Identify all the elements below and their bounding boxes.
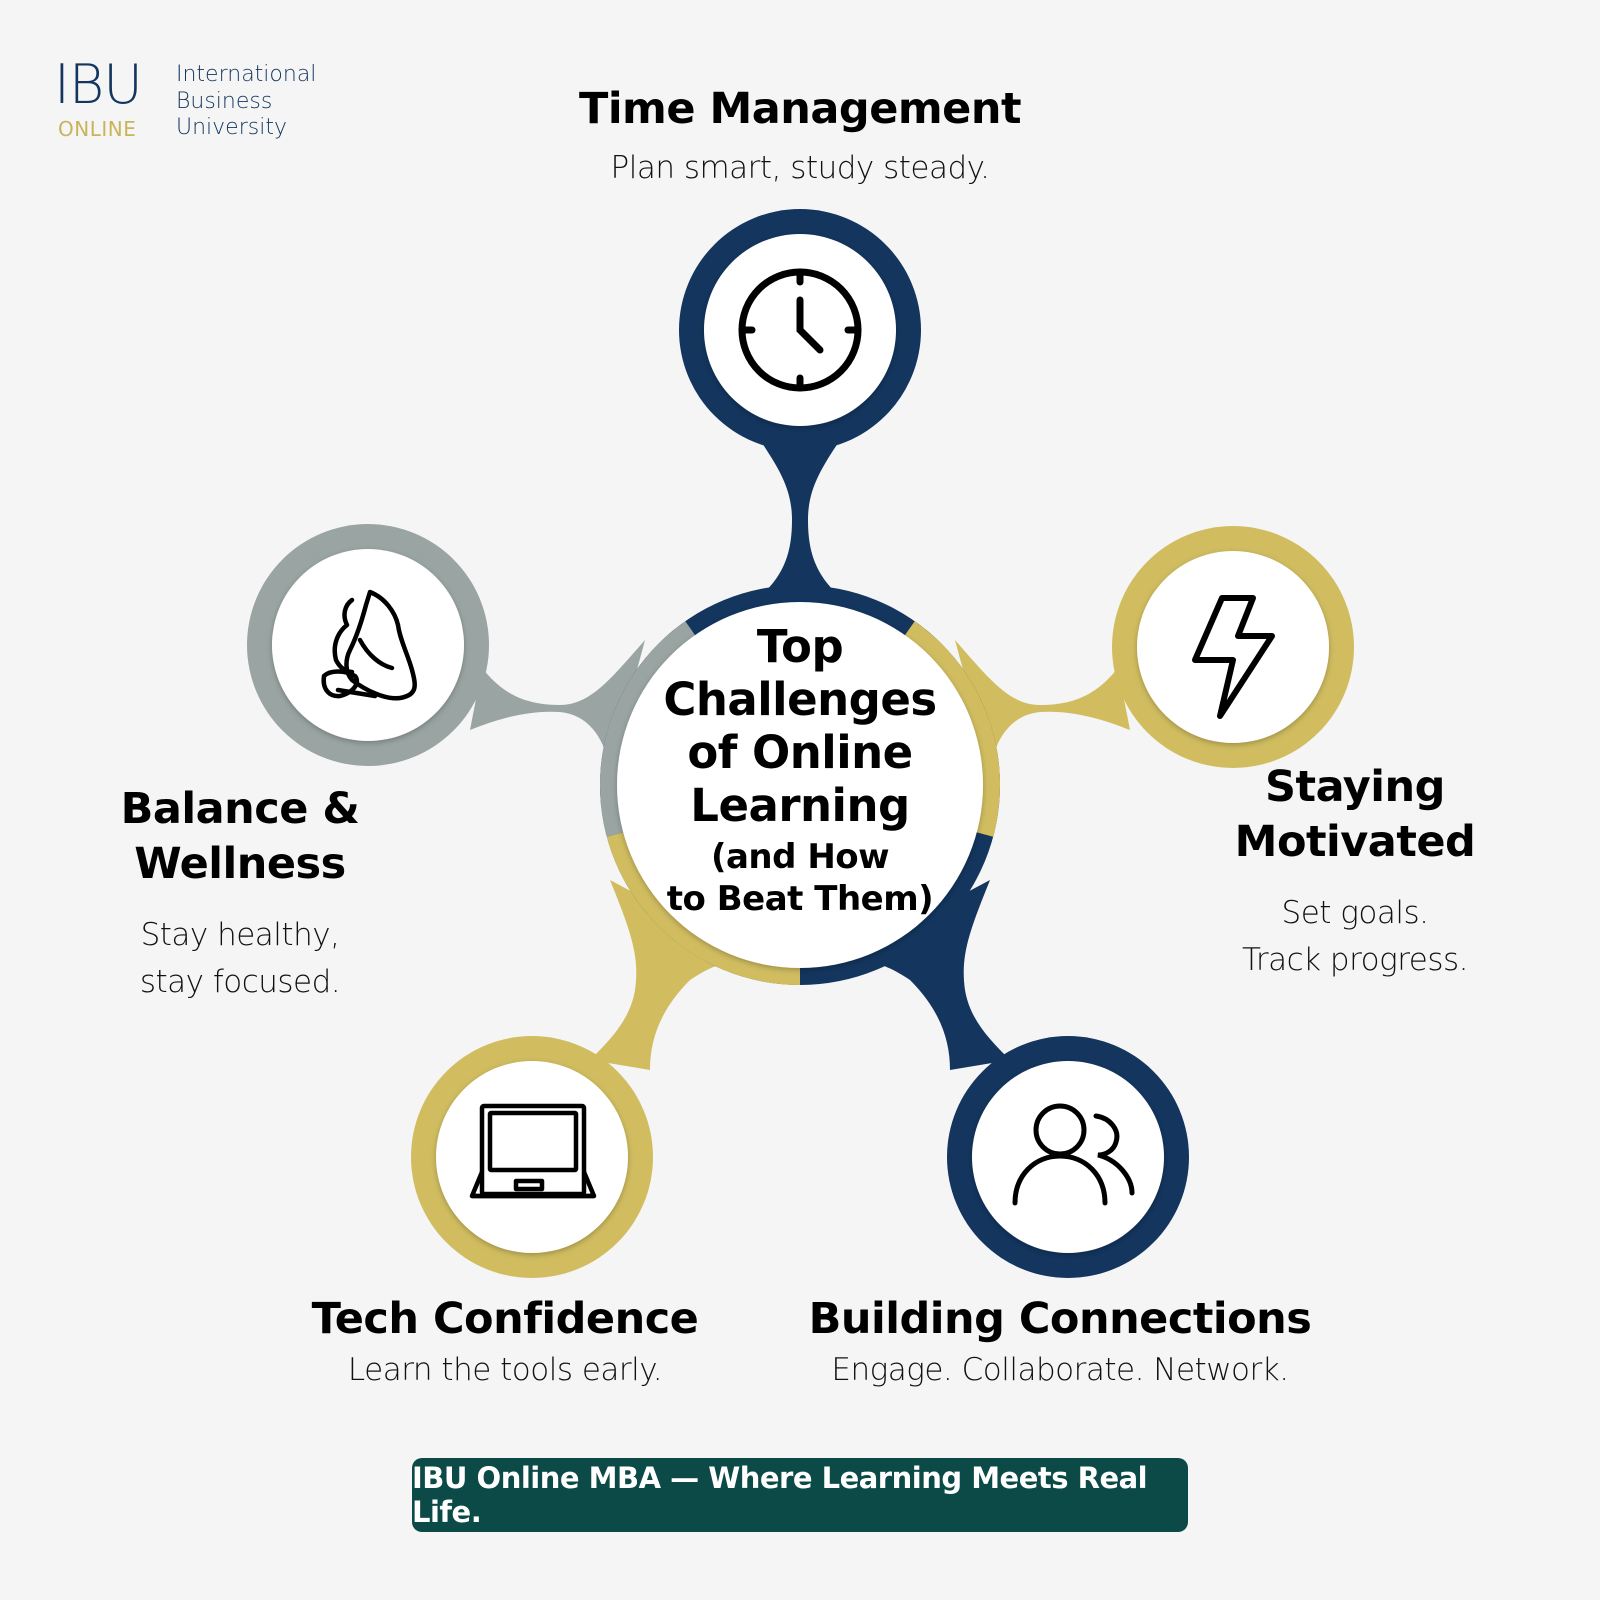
logo-tag: ONLINE [58, 117, 137, 141]
lightning-bolt-icon [1192, 595, 1275, 719]
center-ring [599, 585, 1001, 985]
logo-name-line: Business [176, 88, 273, 114]
tagline-line: Track progress. [1241, 942, 1469, 978]
tech-confidence-title: Tech Confidence [311, 1294, 699, 1344]
footer-text: IBU Online MBA — Where Learning Meets Re… [412, 1461, 1148, 1529]
tech-confidence-tagline: Learn the tools early. [347, 1352, 663, 1388]
title-line: Wellness [134, 839, 346, 889]
tagline-line: Stay healthy, [140, 917, 340, 953]
balance-wellness-tagline: Stay healthy, stay focused. [70, 912, 410, 1006]
center-title: Top Challenges of Online Learning (and H… [620, 620, 980, 920]
logo-name-line: University [176, 115, 287, 140]
time-management-tagline: Plan smart, study steady. [610, 150, 990, 186]
center-title-line: Learning [690, 779, 910, 832]
connector-time [740, 440, 860, 612]
tagline-line: stay focused. [139, 964, 341, 1000]
node-balance-wellness [247, 524, 489, 766]
balance-wellness-title: Balance & Wellness [70, 782, 410, 892]
connector-tech [590, 880, 760, 1070]
tagline-line: Set goals. [1281, 895, 1429, 931]
center-subtitle-line: to Beat Them) [666, 879, 934, 919]
building-connections-tagline: Engage. Collaborate. Network. [831, 1352, 1289, 1388]
node-tech-confidence [411, 1036, 653, 1278]
title-line: Balance & [120, 784, 360, 834]
connector-connections [840, 880, 1010, 1070]
time-management-title: Time Management [578, 84, 1022, 134]
connector-wellness [470, 640, 645, 770]
clock-icon [738, 268, 862, 392]
center-title-line: Top [756, 620, 844, 673]
laptop-icon [469, 1103, 597, 1199]
staying-motivated-tagline: Set goals. Track progress. [1180, 890, 1530, 984]
building-connections-title: Building Connections [808, 1294, 1312, 1344]
center-title-line: of Online [687, 726, 913, 779]
yoga-pose-icon [321, 589, 417, 701]
users-icon [1012, 1103, 1135, 1206]
connector-motivation [955, 640, 1130, 770]
footer-banner: IBU Online MBA — Where Learning Meets Re… [412, 1458, 1188, 1532]
logo-university-name: International Business University [176, 62, 316, 142]
title-line: Staying [1265, 762, 1445, 812]
node-time-management [679, 209, 921, 451]
title-line: Motivated [1234, 817, 1476, 867]
node-building-connections [947, 1036, 1189, 1278]
node-staying-motivated [1112, 526, 1354, 768]
center-title-line: Challenges [663, 673, 937, 726]
center-subtitle-line: (and How [710, 837, 890, 877]
logo-name-line: International [176, 62, 317, 87]
logo-mark: IBU [54, 53, 143, 116]
staying-motivated-title: Staying Motivated [1180, 760, 1530, 870]
